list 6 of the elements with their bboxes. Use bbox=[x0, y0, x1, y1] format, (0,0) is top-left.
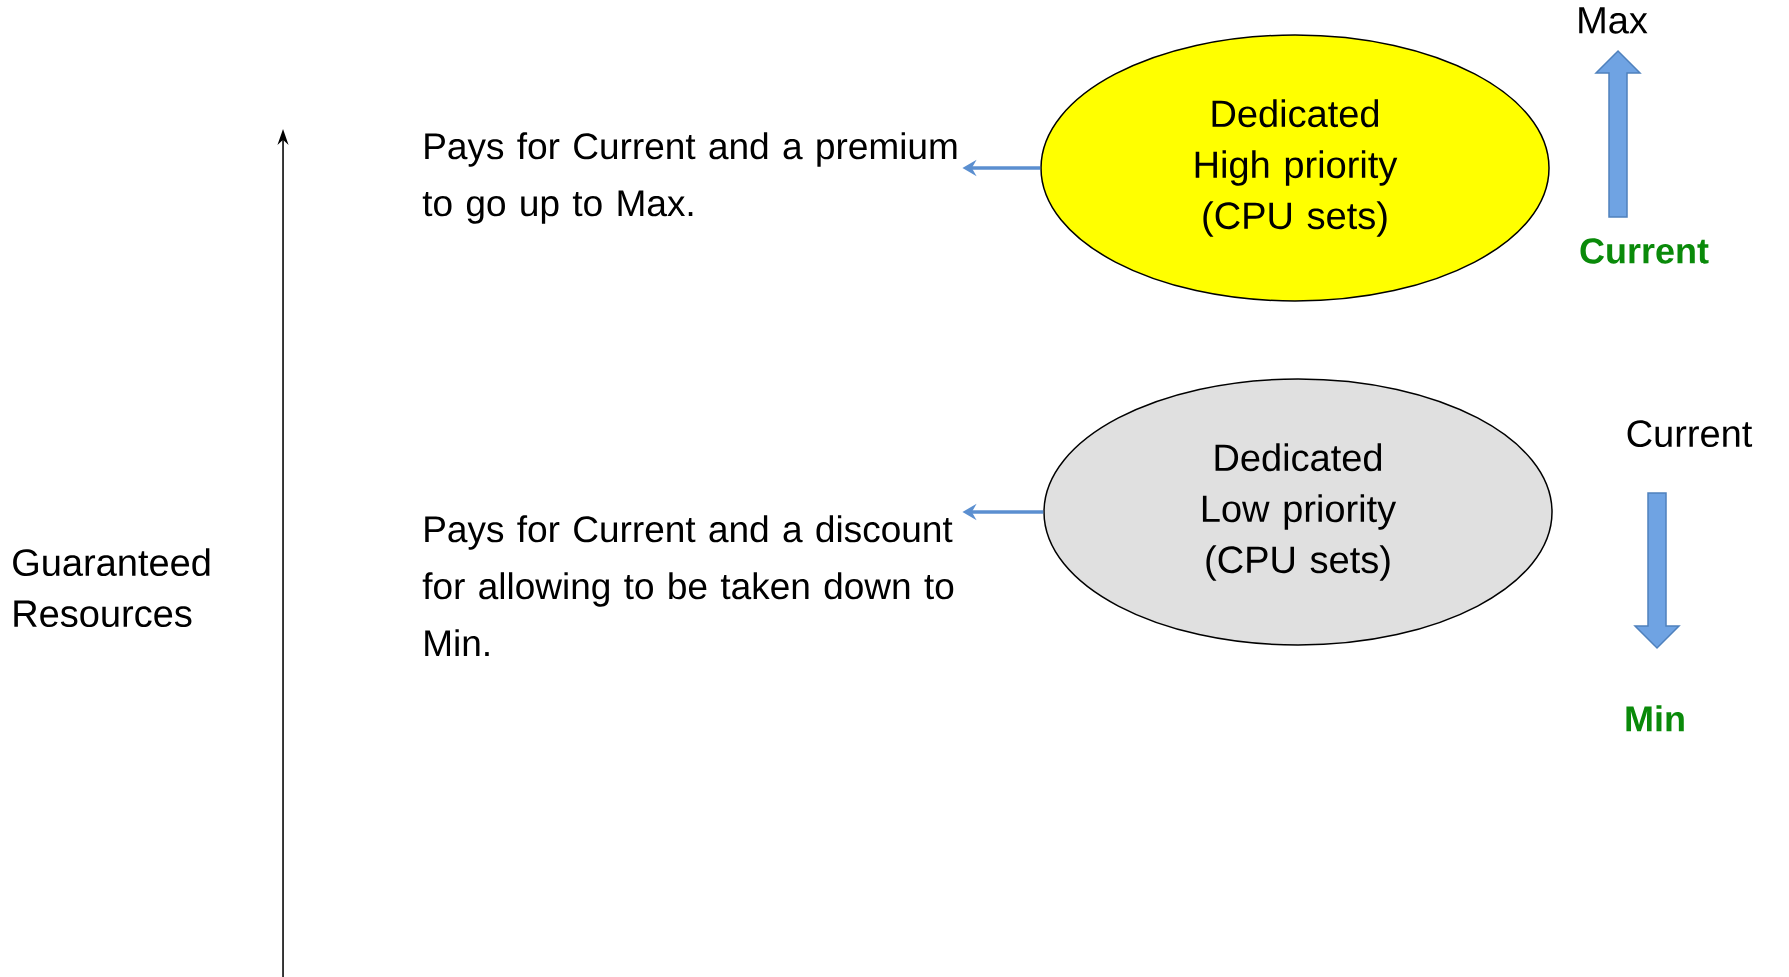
level-label: Min bbox=[1626, 705, 1684, 732]
description-text: Pays for Current and a discount for allowing to be taken down to Min. bbox=[422, 515, 954, 656]
description-text: Pays for Current and a premium to go up to Max. bbox=[422, 132, 957, 224]
level-label: Current bbox=[1627, 420, 1753, 448]
axis-label: Guaranteed Resources bbox=[13, 548, 210, 628]
level-label: Max bbox=[1579, 7, 1648, 34]
